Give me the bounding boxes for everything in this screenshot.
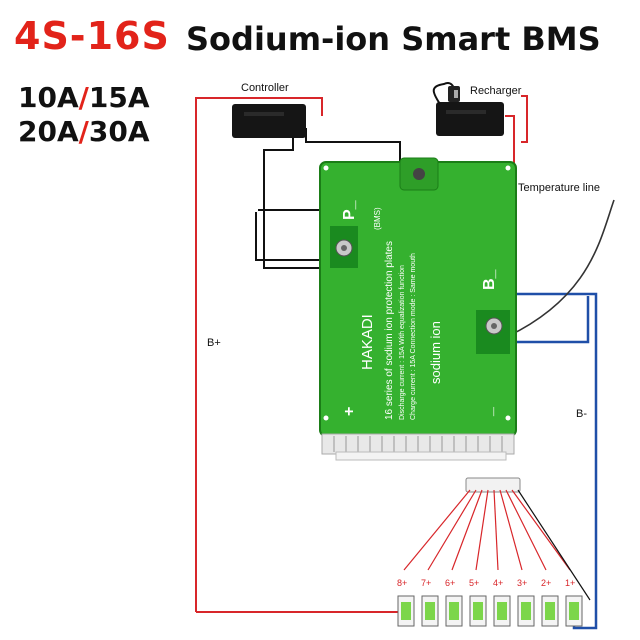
board-discharge: Discharge current : 15A With equalizatio… (399, 265, 406, 420)
rating-value: 30A (88, 115, 150, 148)
controller-box (232, 104, 306, 138)
cell-label: 1+ (565, 578, 575, 588)
cell-label: 7+ (421, 578, 431, 588)
board-minus: _ (479, 406, 496, 417)
board-plus: + (341, 407, 358, 416)
rating-value: 10A (18, 81, 79, 114)
board-tag: (BMS) (373, 207, 382, 230)
cell-label: 4+ (493, 578, 503, 588)
controller-black-wire (263, 128, 324, 269)
board-type: sodium ion (428, 321, 443, 384)
board-p-minus: P_ (341, 199, 358, 220)
cell-label: 5+ (469, 578, 479, 588)
title-product: Sodium-ion Smart BMS (186, 20, 601, 58)
rating-slash: / (78, 81, 89, 114)
cell-label: 3+ (517, 578, 527, 588)
recharger-red-wire (521, 95, 528, 143)
board-b-minus: B_ (481, 268, 498, 290)
recharger-label: Recharger (470, 85, 522, 97)
rating-value: 20A (18, 115, 79, 148)
b-plus-label: B+ (207, 337, 221, 349)
balance-connector (465, 477, 521, 493)
board-charge: Charge current : 15A Connection mode : S… (410, 253, 417, 420)
title-model: 4S-16S (14, 14, 170, 58)
balance-wires (403, 489, 591, 601)
temperature-line-label: Temperature line (518, 182, 600, 194)
cell-label: 6+ (445, 578, 455, 588)
rating-slash: / (78, 115, 89, 148)
battery-cells (397, 595, 583, 627)
cell-label: 2+ (541, 578, 551, 588)
b-minus-label: B- (576, 408, 587, 420)
rating-value: 15A (88, 81, 150, 114)
b-plus-wire (195, 97, 323, 612)
temperature-line-wire (499, 199, 615, 341)
rating-line-1: 10A/15A (18, 84, 150, 112)
cell-label: 8+ (397, 578, 407, 588)
board-brand: HAKADI (359, 314, 376, 370)
controller-label: Controller (241, 82, 289, 94)
rating-line-2: 20A/30A (18, 118, 150, 146)
bms-board (319, 157, 517, 461)
board-series: 16 series of sodium ion protection plate… (384, 241, 395, 420)
recharger-box (432, 82, 504, 136)
